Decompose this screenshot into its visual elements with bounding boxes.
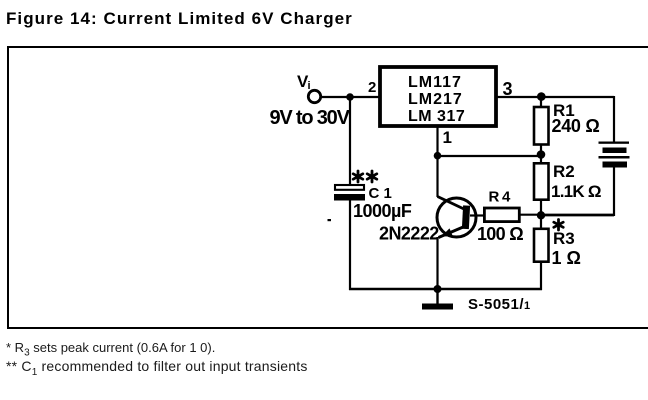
svg-text:2: 2 (368, 79, 376, 96)
svg-text:1: 1 (443, 128, 452, 147)
svg-text:1.1K Ω: 1.1K Ω (551, 182, 601, 201)
svg-text:4: 4 (502, 189, 511, 206)
svg-text:S-5051/1: S-5051/1 (468, 296, 531, 313)
svg-text:100 Ω: 100 Ω (477, 224, 523, 244)
svg-text:i: i (308, 80, 311, 92)
svg-text:1000µF: 1000µF (353, 201, 412, 221)
svg-text:R2: R2 (553, 162, 575, 181)
svg-text:3: 3 (503, 79, 513, 99)
svg-text:240 Ω: 240 Ω (552, 116, 600, 136)
svg-text:C 1: C 1 (369, 185, 392, 202)
svg-text:LM217: LM217 (408, 91, 463, 108)
svg-text:R3: R3 (553, 229, 575, 248)
svg-text:9V to 30V: 9V to 30V (270, 107, 351, 129)
svg-text:R: R (489, 189, 500, 206)
svg-text:LM 317: LM 317 (408, 108, 465, 125)
svg-text:V: V (297, 72, 309, 91)
svg-text:1 Ω: 1 Ω (552, 248, 581, 268)
svg-text:2N2222: 2N2222 (379, 224, 439, 244)
svg-text:R1: R1 (553, 101, 575, 120)
svg-text:LM117: LM117 (408, 74, 462, 91)
